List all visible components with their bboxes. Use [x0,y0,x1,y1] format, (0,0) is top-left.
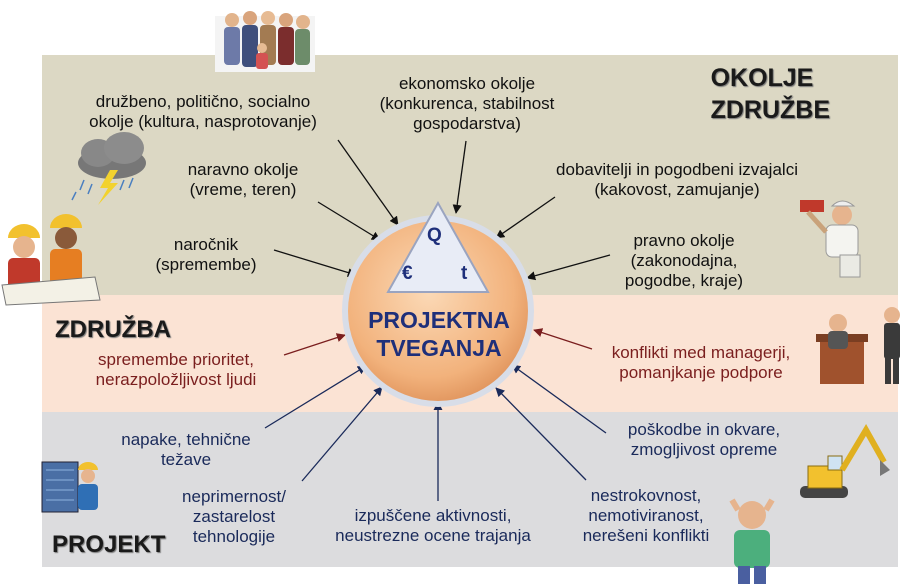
factor-suppliers-line2: (kakovost, zamujanje) [594,180,760,199]
arrow-technical [264,365,367,429]
factor-technology: neprimernost/ zastarelost tehnologije [166,487,302,547]
factor-staff-line3: nerešeni konflikti [582,526,710,545]
center-title-line2: TVEGANJA [376,335,502,361]
arrows-environment [273,139,611,281]
factor-natural-line2: (vreme, teren) [189,180,297,199]
computer-worker-icon [41,461,98,513]
project-zone-title: PROJEKT [52,531,166,558]
factor-economic: ekonomsko okolje (konkurenca, stabilnost… [372,74,562,134]
arrow-priorities [283,333,346,356]
factor-economic-line3: gospodarstva) [413,114,521,133]
environment-zone-title-line1: OKOLJE [710,64,814,92]
factor-technology-line2: zastarelost [192,507,276,526]
center-title-line1: PROJEKTNA [368,307,510,333]
factor-technology-line1: neprimernost/ [182,487,286,506]
factor-client-line1: naročnik [173,235,239,254]
crowd-icon [215,11,315,72]
factor-legal-line2: (zakonodajna, [630,251,738,270]
stressed-man-icon [729,498,775,584]
painter-icon [800,200,861,278]
arrow-social [337,139,399,226]
factor-social-line1: družbeno, politično, socialno [95,92,311,111]
factor-client-line2: (spremembe) [155,255,257,274]
arrow-equipment [511,364,607,434]
factor-economic-line2: (konkurenca, stabilnost [379,94,555,113]
factor-technology-line3: tehnologije [192,527,276,546]
arrow-natural [317,201,381,241]
environment-zone-title-line2: ZDRUŽBE [710,96,830,124]
factor-managers-line2: pomanjkanje podpore [619,363,783,382]
center-title: PROJEKTNA TVEGANJA [348,306,530,362]
factor-equipment-line2: zmogljivost opreme [630,440,778,459]
arrow-suppliers [495,196,556,239]
factor-priorities: spremembe prioritet, nerazpoložljivost l… [72,350,280,390]
organization-zone-title: ZDRUŽBA [55,316,171,343]
factor-managers: konflikti med managerji, pomanjkanje pod… [592,343,810,383]
factor-natural: naravno okolje (vreme, teren) [178,160,308,200]
environment-zone-title: OKOLJE ZDRUŽBE [711,62,830,126]
triangle-qct [386,200,490,293]
triangle-letter-cost: € [402,263,413,284]
factor-priorities-line2: nerazpoložljivost ljudi [95,370,257,389]
managers-icon [816,307,900,384]
factor-activities: izpuščene aktivnosti, neustrezne ocene t… [314,506,552,546]
excavator-icon [800,424,890,498]
factor-social-line2: okolje (kultura, nasprotovanje) [89,112,317,131]
arrow-client [273,249,357,277]
arrow-technology [301,386,383,482]
factor-suppliers: dobavitelji in pogodbeni izvajalci (kako… [532,160,822,200]
triangle-letter-quality: Q [427,225,442,246]
arrows-project [264,364,607,501]
factor-staff-line1: nestrokovnost, [590,486,702,505]
arrow-staff [495,387,587,481]
factor-legal-line1: pravno okolje [633,231,735,250]
engineers-icon [1,214,101,306]
factor-equipment-line1: poškodbe in okvare, [627,420,781,439]
factor-natural-line1: naravno okolje [187,160,299,179]
factor-legal-line3: pogodbe, kraje) [624,271,744,290]
triangle-letter-time: t [461,263,468,284]
factor-technical-line2: težave [160,450,212,469]
factor-equipment: poškodbe in okvare, zmogljivost opreme [606,420,802,460]
factor-technical-line1: napake, tehnične [121,430,251,449]
arrow-managers [533,328,593,350]
arrow-economic [452,140,467,214]
factor-client: naročnik (spremembe) [146,235,266,275]
factor-activities-line2: neustrezne ocene trajanja [335,526,531,545]
factor-managers-line1: konflikti med managerji, [611,343,791,362]
factor-suppliers-line1: dobavitelji in pogodbeni izvajalci [556,160,798,179]
arrows-organization [283,328,593,356]
factor-technical: napake, tehnične težave [106,430,266,470]
factor-priorities-line1: spremembe prioritet, [98,350,254,369]
factor-activities-line1: izpuščene aktivnosti, [354,506,512,525]
factor-staff-line2: nemotiviranost, [588,506,704,525]
factor-social: družbeno, politično, socialno okolje (ku… [68,92,338,132]
factor-economic-line1: ekonomsko okolje [398,74,536,93]
factor-staff: nestrokovnost, nemotiviranost, nerešeni … [570,486,722,546]
storm-cloud-icon [71,132,146,205]
factor-legal: pravno okolje (zakonodajna, pogodbe, kra… [606,231,762,291]
arrow-legal [526,254,611,281]
